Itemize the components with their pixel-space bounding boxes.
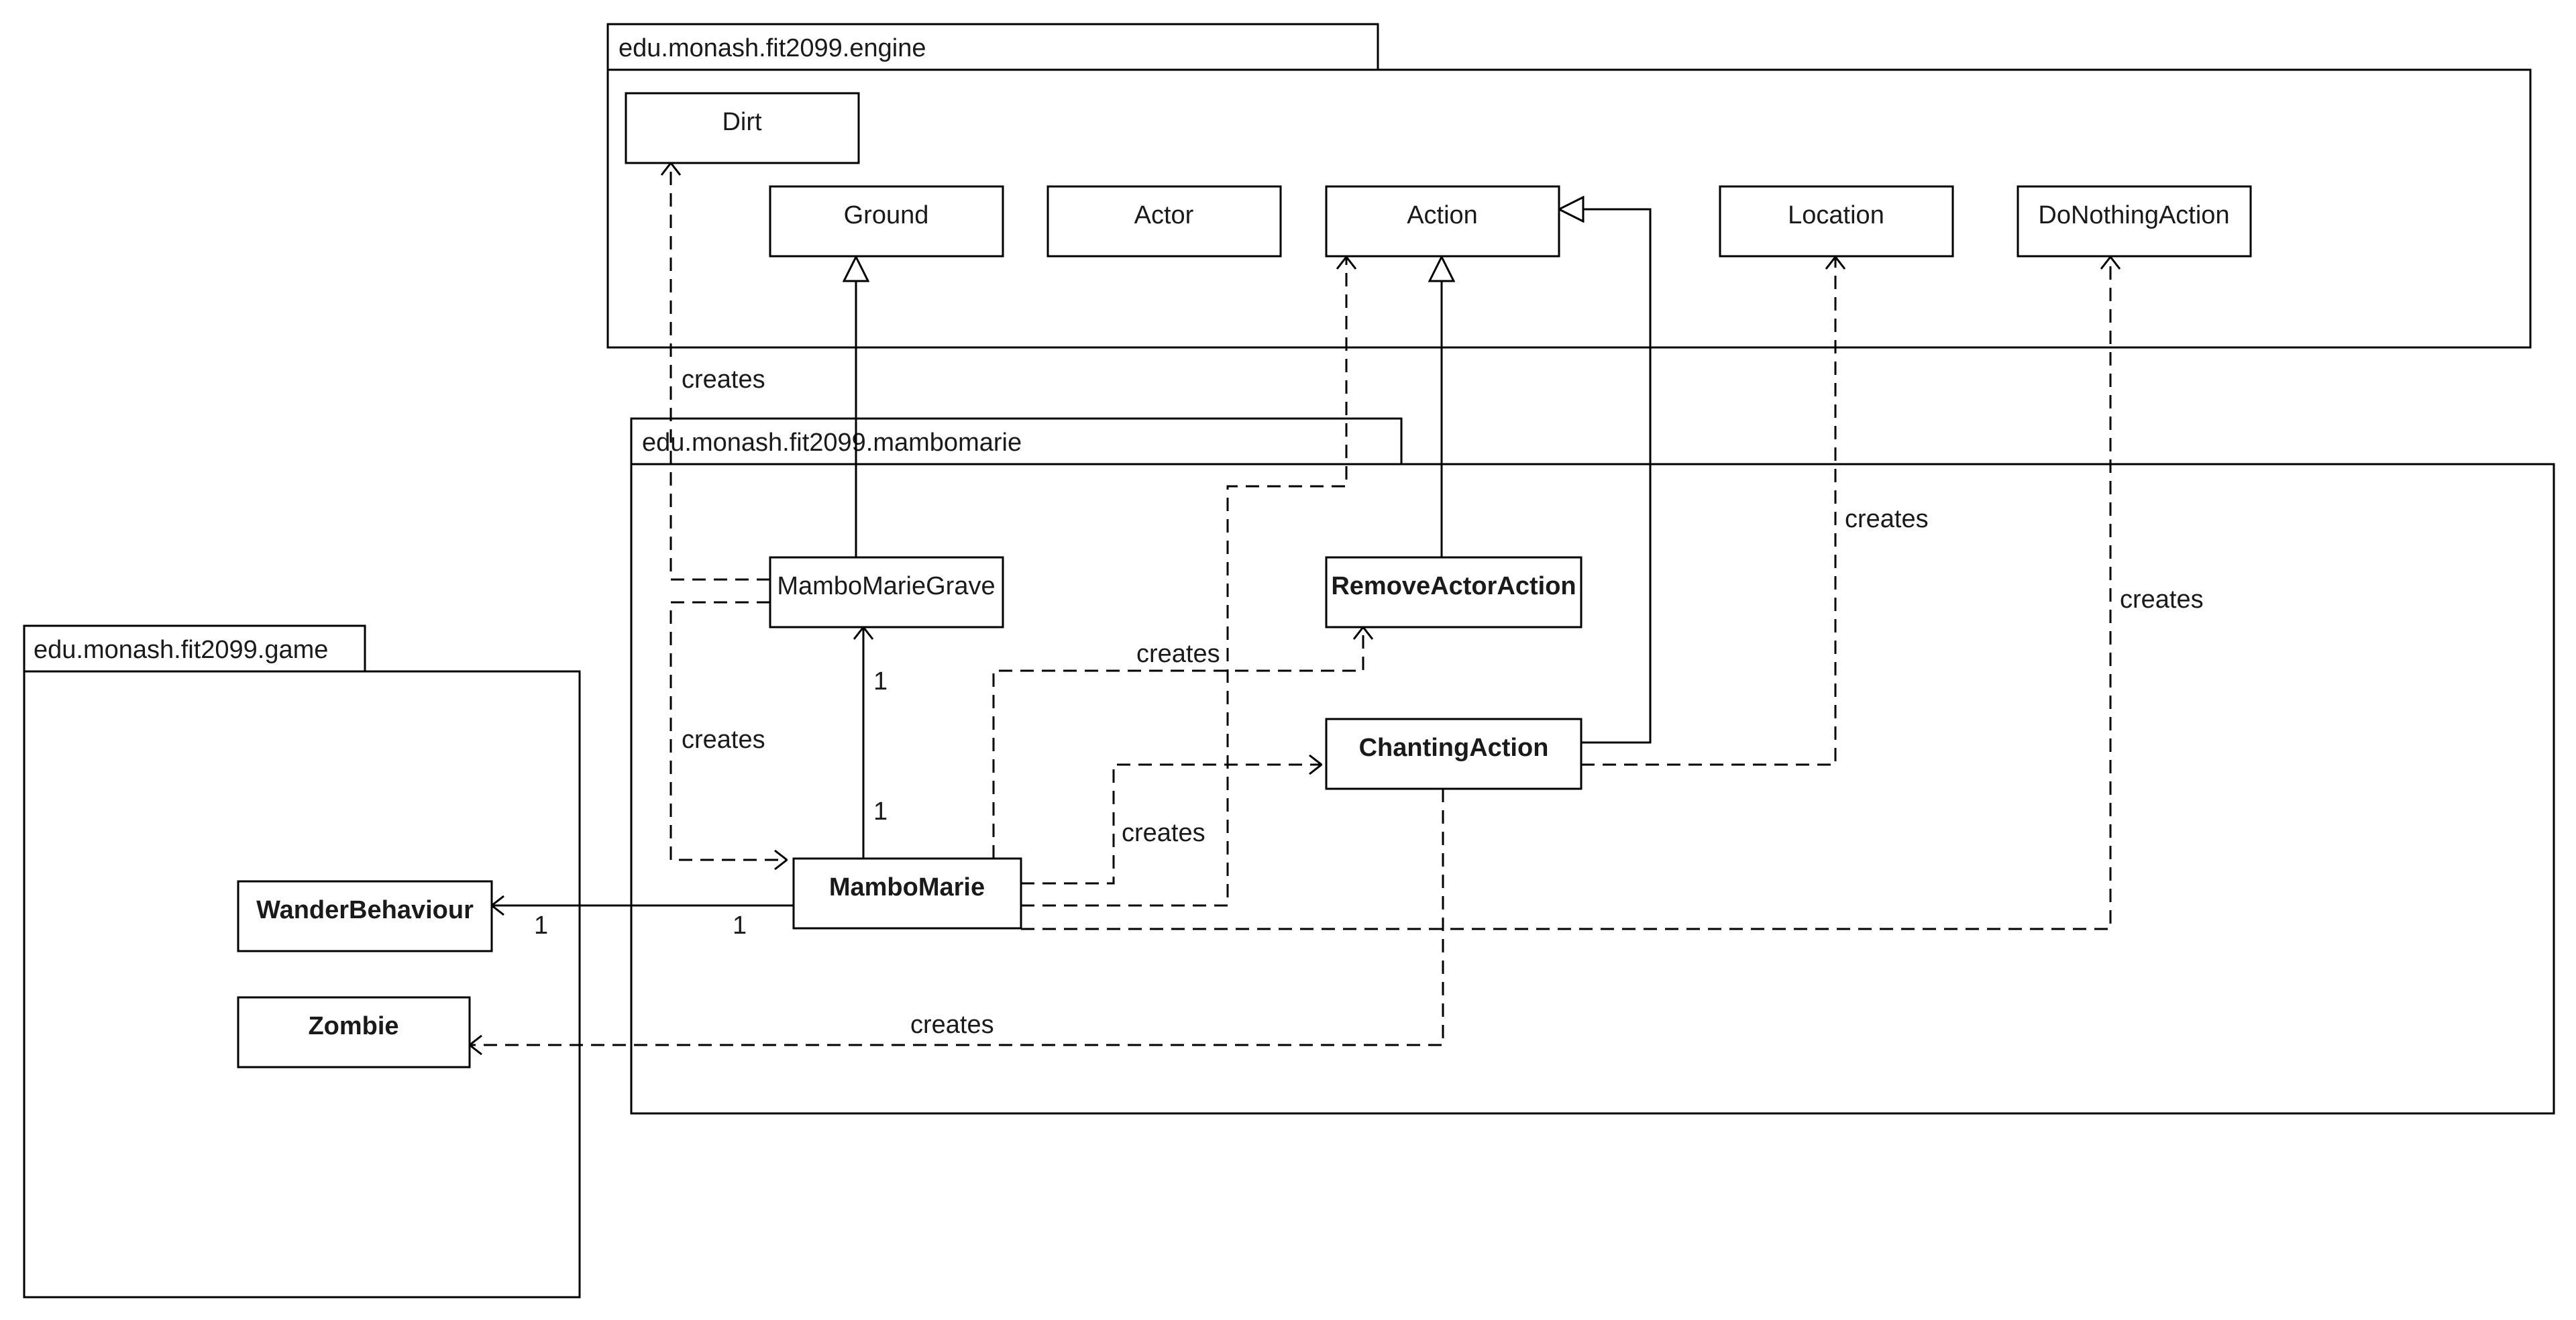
edge-grave-creates-dirt [671,163,770,581]
label-grave-creates-dirt: creates [682,366,765,394]
class-wander-behaviour-label: WanderBehaviour [256,896,474,924]
class-mambo-marie-grave-label: MamboMarieGrave [777,572,995,600]
edge-mambomarie-depends-action [1021,257,1346,907]
label-mambomarie-creates-donothing: creates [2120,586,2204,614]
class-ground: Ground [769,185,1004,258]
class-dirt-label: Dirt [722,108,762,136]
class-location-label: Location [1788,201,1884,229]
class-actor-label: Actor [1134,201,1194,229]
edge-grave-creates-mambomarie [669,601,787,860]
class-dirt: Dirt [625,92,860,164]
label-grave-creates-mambomarie: creates [682,726,765,754]
package-game-label: edu.monash.fit2099.game [34,636,328,664]
package-engine-label: edu.monash.fit2099.engine [619,34,926,62]
package-game: edu.monash.fit2099.game [23,624,581,1299]
label-chanting-creates-zombie: creates [910,1011,994,1039]
edge-mambomarie-creates-donothing [1021,257,2110,930]
class-chanting-action: ChantingAction [1325,718,1582,790]
label-mambomarie-creates-remove-actor: creates [1136,640,1220,668]
class-zombie-label: Zombie [308,1012,398,1040]
edge-mambomarie-creates-chanting [1021,765,1322,885]
multiplicity-mambomarie-grave-end: 1 [873,798,888,826]
class-mambo-marie-grave: MamboMarieGrave [769,556,1004,628]
edge-chanting-creates-location [1581,257,1835,766]
edge-chanting-creates-zombie [470,789,1444,1045]
class-wander-behaviour: WanderBehaviour [237,880,493,952]
label-mambomarie-creates-chanting: creates [1122,819,1205,847]
label-chanting-creates-location: creates [1845,505,1929,533]
class-do-nothing-action-label: DoNothingAction [2038,201,2229,229]
class-zombie: Zombie [237,996,471,1068]
edge-chanting-extends-action [1559,209,1652,744]
package-mambomarie: edu.monash.fit2099.mambomarie [630,417,2555,1115]
class-chanting-action-label: ChantingAction [1359,734,1549,762]
class-actor: Actor [1046,185,1282,258]
class-ground-label: Ground [844,201,929,229]
class-remove-actor-action-label: RemoveActorAction [1331,572,1576,600]
class-location: Location [1719,185,1954,258]
package-mambomarie-label: edu.monash.fit2099.mambomarie [642,429,1022,457]
class-mambo-marie: MamboMarie [792,857,1022,930]
multiplicity-grave-end: 1 [873,667,888,696]
class-mambo-marie-label: MamboMarie [829,873,985,901]
multiplicity-mambomarie-wander-end: 1 [733,912,747,940]
class-action-label: Action [1407,201,1478,229]
class-do-nothing-action: DoNothingAction [2017,185,2252,258]
class-remove-actor-action: RemoveActorAction [1325,556,1582,628]
multiplicity-wander-end: 1 [534,912,548,940]
class-action: Action [1325,185,1560,258]
edge-mambomarie-creates-remove-actor [992,627,1363,859]
